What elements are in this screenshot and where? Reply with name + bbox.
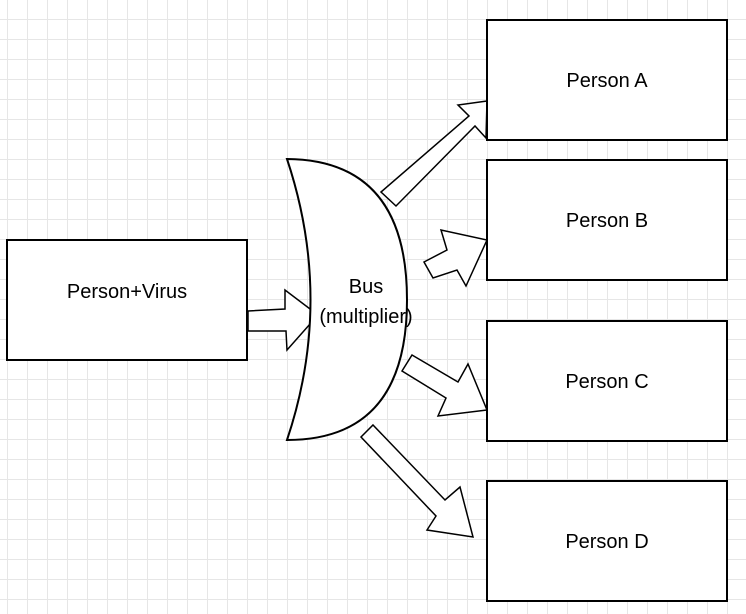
person-c-label: Person C bbox=[565, 371, 648, 393]
bus-node[interactable]: Bus (multiplier) bbox=[285, 157, 413, 442]
person-c-node[interactable]: Person C bbox=[486, 320, 728, 442]
bus-label-line2: (multiplier) bbox=[319, 306, 412, 328]
arrow-source-to-bus[interactable] bbox=[247, 288, 320, 352]
source-box[interactable] bbox=[6, 239, 248, 361]
arrow-bus-to-person-a[interactable] bbox=[379, 100, 488, 208]
person-d-label: Person D bbox=[565, 531, 648, 553]
bus-shape[interactable] bbox=[285, 157, 409, 442]
arrow-bus-to-person-b[interactable] bbox=[422, 228, 489, 288]
person-c-box[interactable] bbox=[486, 320, 728, 442]
person-d-box[interactable] bbox=[486, 480, 728, 602]
person-a-node[interactable]: Person A bbox=[486, 19, 728, 141]
bus-label-line1: Bus bbox=[349, 276, 383, 298]
person-d-node[interactable]: Person D bbox=[486, 480, 728, 602]
person-b-label: Person B bbox=[566, 210, 648, 232]
source-label: Person+Virus bbox=[67, 281, 187, 303]
person-a-label: Person A bbox=[566, 70, 648, 92]
arrow-bus-to-person-d[interactable] bbox=[359, 423, 475, 538]
person-b-node[interactable]: Person B bbox=[486, 159, 728, 281]
person-b-box[interactable] bbox=[486, 159, 728, 281]
source-node[interactable]: Person+Virus bbox=[6, 239, 248, 361]
person-a-box[interactable] bbox=[486, 19, 728, 141]
arrow-bus-to-person-c[interactable] bbox=[400, 353, 489, 417]
